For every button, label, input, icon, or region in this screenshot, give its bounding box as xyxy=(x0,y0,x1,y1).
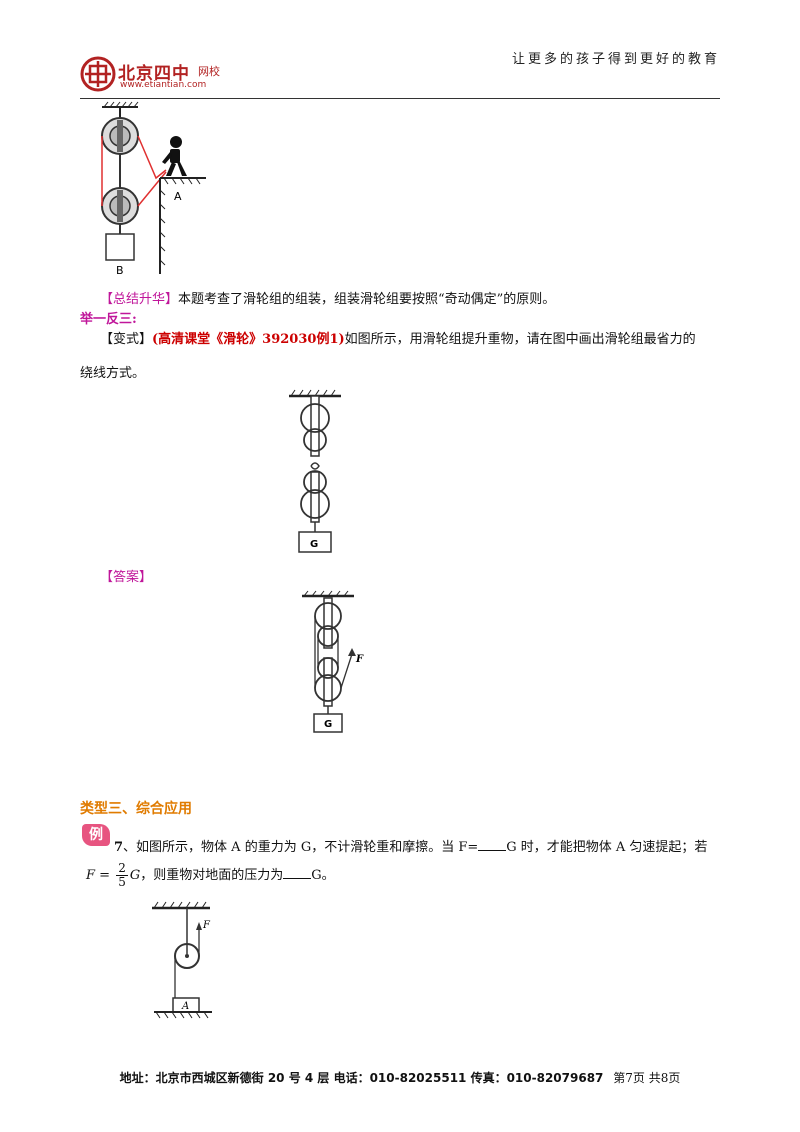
figure-fixed-pulley: F A xyxy=(152,901,212,1019)
figure4-label-f: F xyxy=(202,920,211,931)
footer-page-number: 第7页 共8页 xyxy=(613,1071,681,1085)
figure3-label-f: F xyxy=(355,654,364,665)
practice-text-line2: 绕线方式。 xyxy=(80,366,146,381)
answer-blank-2 xyxy=(283,866,312,879)
summary-tag: 【总结升华】 xyxy=(100,292,179,307)
footer-address: 地址：北京市西城区新德街 20 号 4 层 电话：010-82025511 传真… xyxy=(119,1071,604,1085)
section-title: 类型三、综合应用 xyxy=(80,801,192,817)
figure4-label-a: A xyxy=(181,1001,189,1012)
figure-pulley-person: B A xyxy=(101,101,206,277)
practice-ref: (高清课堂《滑轮》392030例1) xyxy=(152,332,345,347)
example-question: 7、如图所示，物体 A 的重力为 G，不计滑轮重和摩擦。当 F=G 时，才能把物… xyxy=(114,838,708,855)
summary-paragraph: 【总结升华】本题考查了滑轮组的组装，组装滑轮组要按照“奇动偶定”的原则。 xyxy=(100,290,720,310)
logo-name: 北京四中 xyxy=(118,64,190,84)
figure-pulley-answer: F G xyxy=(302,590,364,733)
figure1-label-b: B xyxy=(116,264,124,277)
header-slogan: 让更多的孩子得到更好的教育 xyxy=(511,52,720,67)
page-footer: 地址：北京市西城区新德街 20 号 4 层 电话：010-82025511 传真… xyxy=(0,1069,800,1086)
answer-blank-1 xyxy=(478,838,507,851)
answer-tag: 【答案】 xyxy=(100,570,153,585)
figure-pulley-unwound: G xyxy=(289,389,341,553)
practice-heading: 举一反三: xyxy=(80,312,137,327)
practice-question: 【变式】(高清课堂《滑轮》392030例1)如图所示，用滑轮组提升重物，请在图中… xyxy=(100,330,720,350)
site-logo: 北京四中 网校 www.etiantian.com xyxy=(80,55,260,95)
formula-lhs: F = xyxy=(86,868,111,883)
practice-text-line1: 如图所示，用滑轮组提升重物，请在图中画出滑轮组最省力的 xyxy=(344,332,696,347)
example-badge: 例 xyxy=(82,824,110,846)
summary-text: 本题考查了滑轮组的组装，组装滑轮组要按照“奇动偶定”的原则。 xyxy=(178,292,556,307)
logo-emblem-icon xyxy=(80,56,116,92)
logo-subtitle: 网校 xyxy=(198,65,220,78)
example-number: 7 xyxy=(114,840,124,855)
person-icon xyxy=(162,136,187,176)
formula-rhs: G xyxy=(129,868,141,883)
figure1-label-a: A xyxy=(174,190,182,203)
practice-tag: 【变式】 xyxy=(100,332,153,347)
logo-url: www.etiantian.com xyxy=(120,80,207,90)
header-divider xyxy=(80,98,720,99)
figure3-label-g: G xyxy=(324,719,332,730)
figure2-label-g: G xyxy=(310,539,318,550)
formula-fraction: 2 5 xyxy=(116,861,128,889)
